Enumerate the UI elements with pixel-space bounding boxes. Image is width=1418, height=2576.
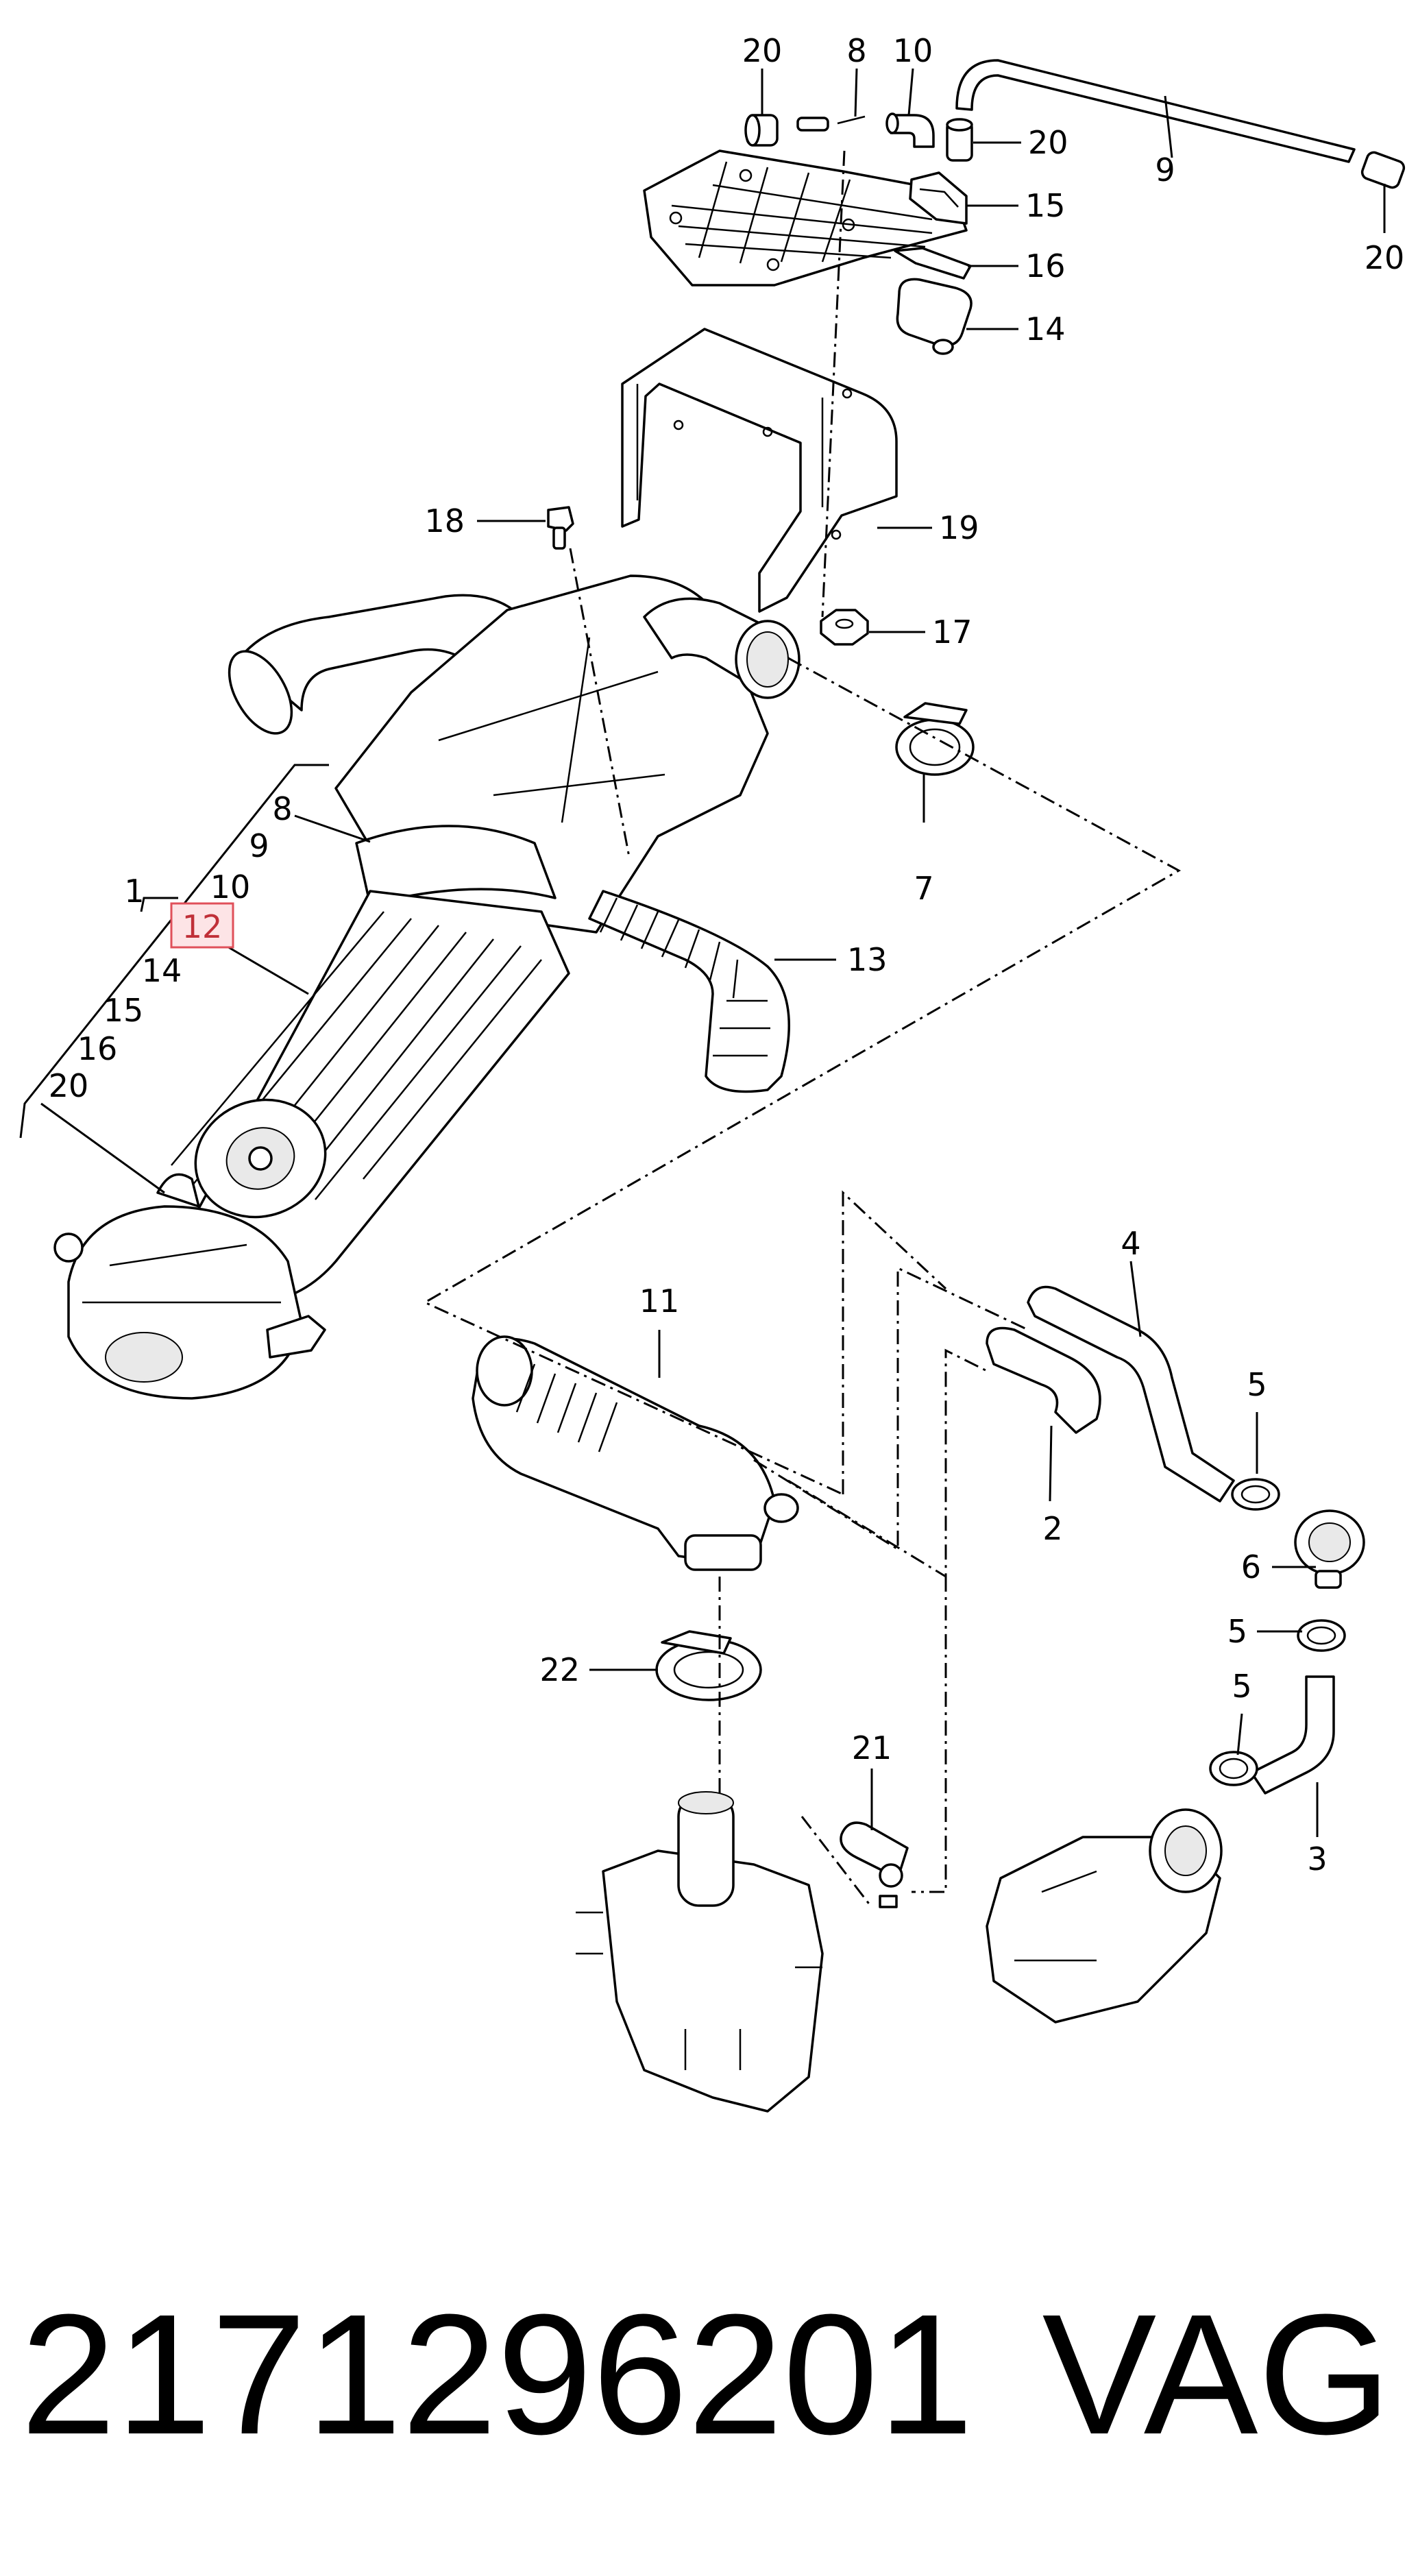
bolt-18[interactable] — [547, 506, 574, 550]
part-5-clamp-c[interactable] — [1209, 1751, 1258, 1786]
callout-18: 18 — [424, 502, 465, 539]
part-22-clamp[interactable] — [655, 1630, 762, 1701]
air-filter-housing[interactable] — [217, 574, 800, 934]
part-21-sensor[interactable] — [840, 1821, 909, 1908]
engine-block-fragment — [576, 1791, 824, 2113]
part-3-hose[interactable] — [1250, 1675, 1335, 1795]
part-7-hose-clamp[interactable] — [895, 702, 975, 776]
part-20-sleeve-b[interactable] — [946, 118, 973, 162]
callout-20b: 20 — [1028, 124, 1068, 161]
part-20-endcap[interactable] — [1360, 151, 1406, 190]
part-8-pin[interactable] — [796, 115, 866, 132]
part-5-clamp-a[interactable] — [1231, 1478, 1280, 1511]
part-4-hose[interactable] — [1027, 1285, 1235, 1503]
part-9-hose[interactable] — [955, 59, 1356, 163]
part-15-clip[interactable] — [909, 171, 968, 225]
footer: 2171296201 VAG — [21, 2279, 1391, 2470]
bracket-19[interactable] — [621, 328, 898, 613]
callout-11: 11 — [639, 1283, 680, 1320]
thermostat-housing — [986, 1808, 1223, 2024]
callout-6: 6 — [1241, 1548, 1261, 1585]
callout-15a: 15 — [1025, 187, 1066, 224]
part-13-corrugated-hose[interactable] — [588, 890, 790, 1093]
leader-lines — [19, 68, 1386, 1837]
callout-13: 13 — [847, 941, 888, 978]
brand-name: VAG — [1042, 2279, 1391, 2470]
callout-7: 7 — [914, 870, 933, 907]
callout-20c: 20 — [1365, 239, 1405, 276]
callout-21: 21 — [852, 1729, 892, 1766]
heat-shield-plate[interactable] — [643, 149, 968, 287]
callout-22: 22 — [539, 1651, 580, 1688]
callout-5a: 5 — [1247, 1366, 1267, 1403]
callout-8b: 8 — [272, 790, 292, 827]
callout-labels: 20 8 10 20 9 20 15 16 14 18 19 17 7 13 8… — [49, 32, 1405, 1878]
callout-12: 12 — [182, 908, 223, 945]
callout-10a: 10 — [893, 32, 933, 69]
callout-16b: 16 — [77, 1030, 118, 1067]
nut-17[interactable] — [820, 609, 869, 646]
connection-lines — [422, 150, 1182, 1906]
callout-20d: 20 — [49, 1067, 89, 1104]
callout-16a: 16 — [1025, 247, 1066, 284]
part-10-elbow[interactable] — [885, 112, 935, 148]
callout-4: 4 — [1121, 1225, 1140, 1262]
part-20-sleeve[interactable] — [744, 114, 779, 147]
callout-5c: 5 — [1232, 1668, 1251, 1705]
callout-8a: 8 — [846, 32, 866, 69]
part-2-hose[interactable] — [986, 1326, 1101, 1434]
callout-9: 9 — [1155, 151, 1175, 189]
callout-10b: 10 — [210, 868, 251, 906]
part-5-clamp-b[interactable] — [1297, 1619, 1346, 1652]
callout-14b: 14 — [142, 952, 182, 989]
callout-1: 1 — [124, 873, 144, 910]
callout-15b: 15 — [103, 992, 144, 1029]
filter-end-cover[interactable] — [53, 1173, 326, 1400]
callout-9b: 9 — [249, 827, 269, 864]
part-11-intake-hose[interactable] — [472, 1335, 799, 1571]
part-16-strap[interactable] — [894, 247, 972, 280]
callout-14a: 14 — [1025, 311, 1066, 348]
callout-3: 3 — [1307, 1840, 1327, 1878]
callout-17: 17 — [932, 613, 973, 651]
highlight-box-12 — [170, 902, 234, 949]
callout-20a: 20 — [742, 32, 783, 69]
part-number: 2171296201 — [21, 2279, 973, 2470]
part-14-mount[interactable] — [896, 278, 973, 355]
hose-kit-group — [643, 59, 1406, 355]
callout-19: 19 — [939, 509, 979, 546]
callout-2: 2 — [1042, 1510, 1062, 1547]
part-6-valve[interactable] — [1294, 1509, 1365, 1589]
callout-5b: 5 — [1227, 1613, 1247, 1650]
